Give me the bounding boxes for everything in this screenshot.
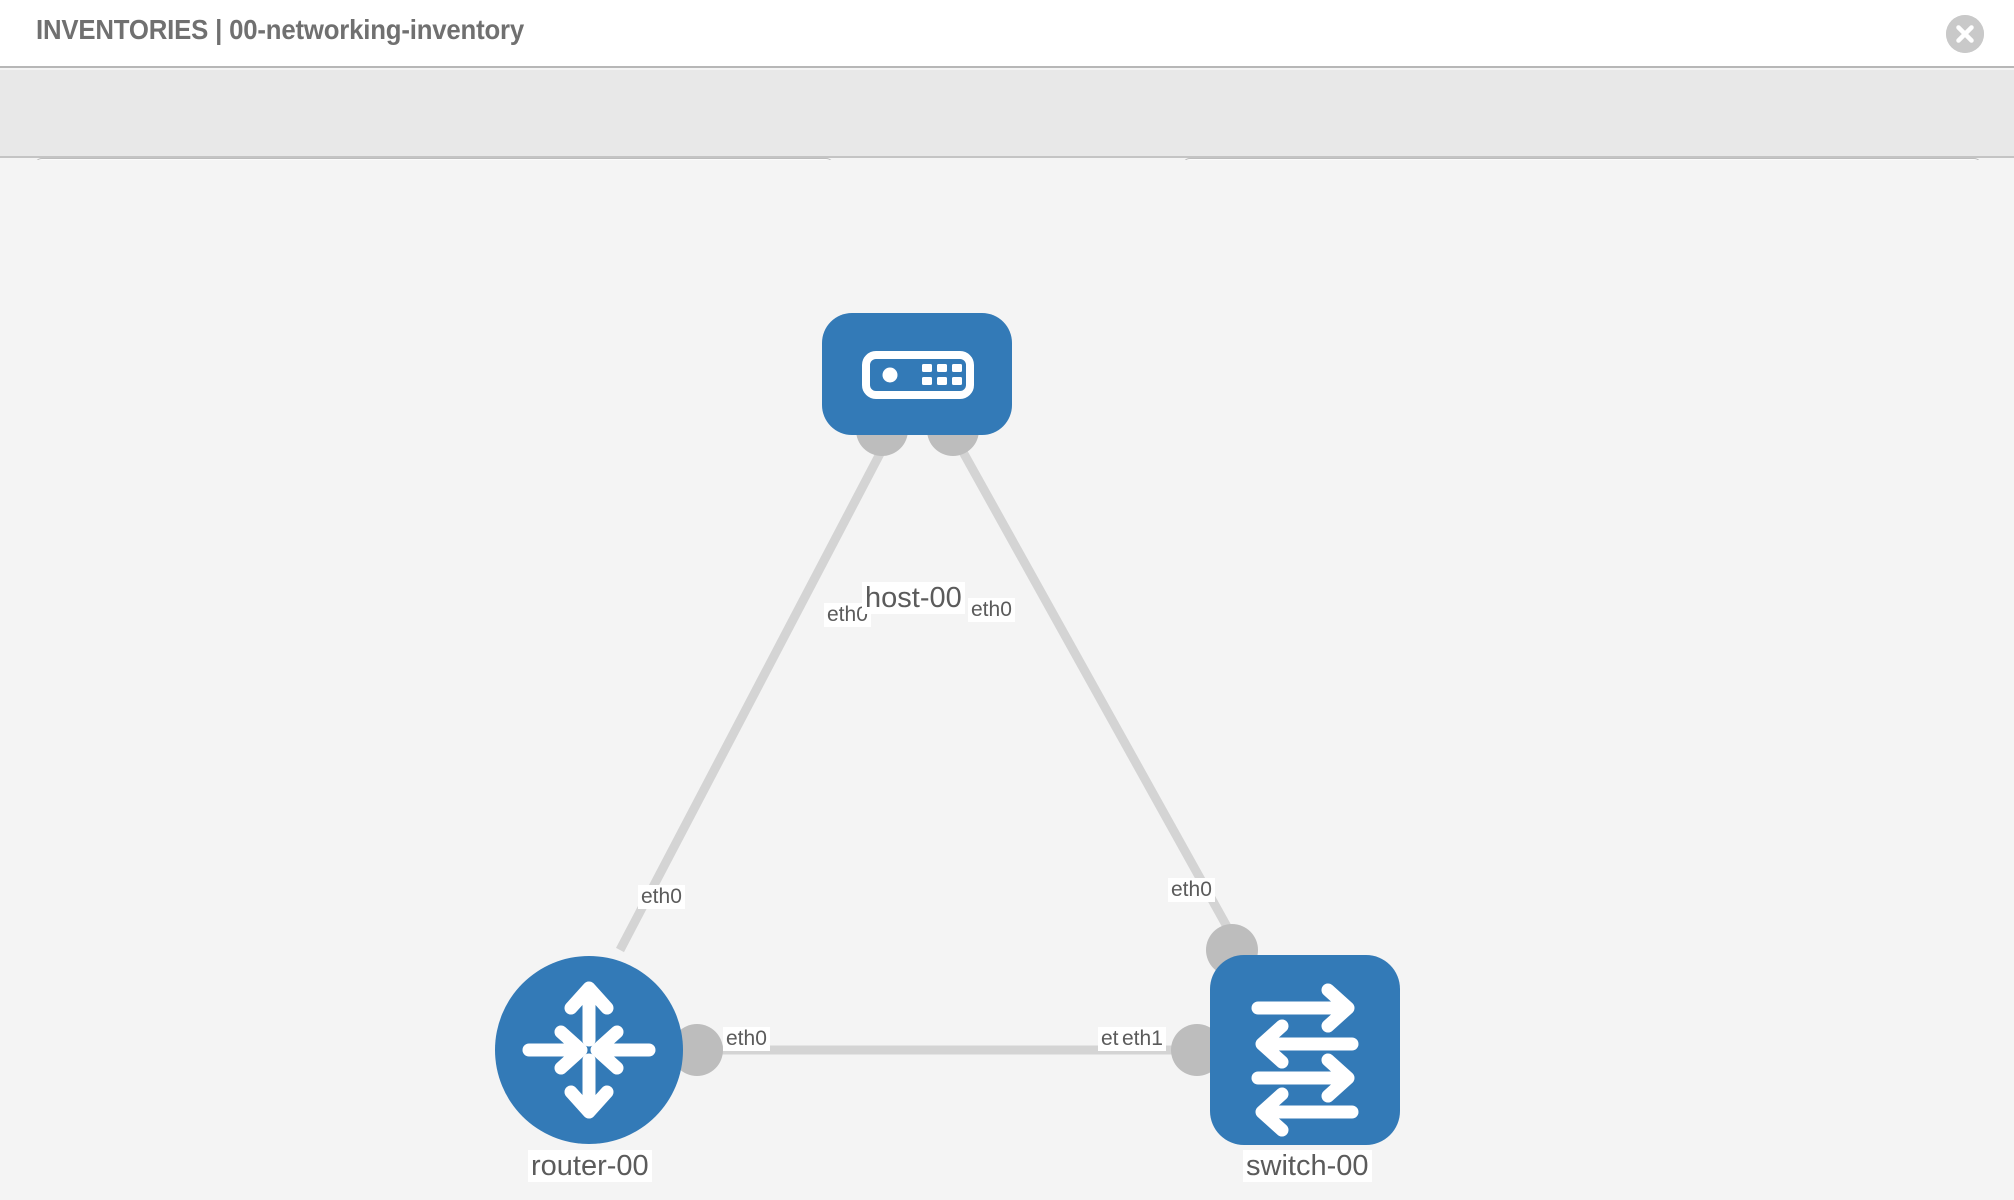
interface-label: eth1	[1119, 1027, 1166, 1052]
close-icon[interactable]	[1946, 15, 1984, 53]
router-arrows-icon	[522, 981, 656, 1119]
link-host-router	[616, 422, 899, 953]
topology-links	[616, 422, 1244, 1055]
switch-arrows-icon	[1251, 983, 1359, 1137]
interface-label: eth0	[824, 603, 871, 628]
topology-ports	[671, 404, 1258, 1076]
node-host-00[interactable]	[822, 313, 1012, 435]
node-label-host: host-00	[862, 582, 965, 615]
interface-label: eth0	[1168, 878, 1215, 903]
interface-label: eth0	[638, 885, 685, 910]
page-header: INVENTORIES | 00-networking-inventory	[0, 0, 2014, 68]
topology-graph	[495, 313, 1400, 1145]
node-switch-00[interactable]	[1210, 955, 1400, 1145]
link-host-switch	[944, 422, 1244, 953]
node-router-00[interactable]	[495, 956, 683, 1144]
interface-label: eth0	[968, 598, 1015, 623]
node-label-router: router-00	[528, 1150, 652, 1183]
interface-label: eth0	[723, 1027, 770, 1052]
topology-canvas[interactable]: eth0 eth0 host-00 eth0 eth0 eth0 eth0 et…	[0, 160, 2014, 1200]
server-device-icon	[862, 351, 974, 399]
page-title: INVENTORIES | 00-networking-inventory	[36, 14, 525, 45]
toolbar: ACTIONS SEARCH	[0, 70, 2014, 210]
node-label-switch: switch-00	[1243, 1150, 1372, 1183]
port-router-right	[671, 1024, 723, 1076]
